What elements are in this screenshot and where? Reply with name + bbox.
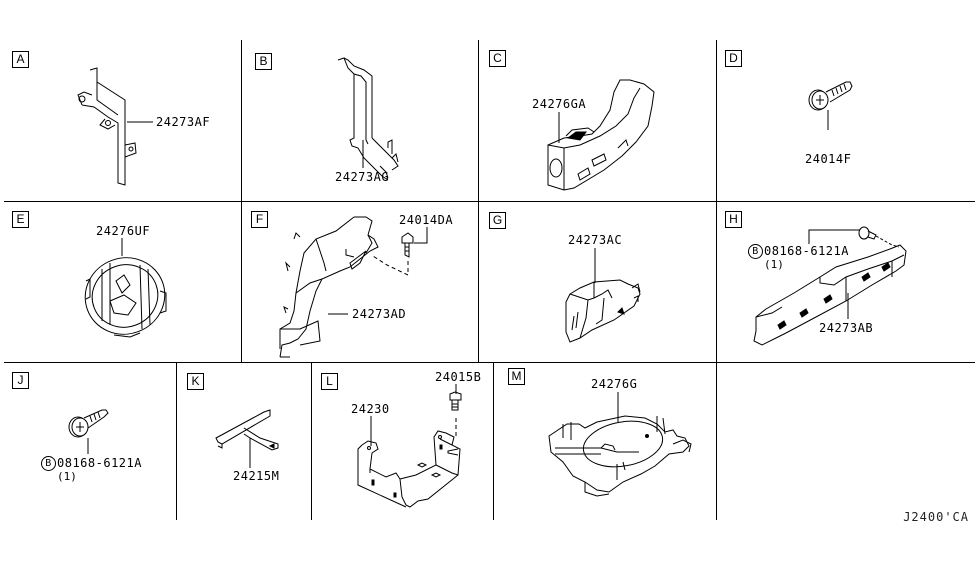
cell-e[interactable]: E 24276UF (0, 201, 241, 362)
grid-h-line-2 (4, 362, 975, 363)
leader-line (249, 442, 251, 468)
duct-24276ga-drawing (547, 79, 655, 191)
part-number-24273ad[interactable]: 24273AD (352, 307, 407, 321)
bolt-symbol-b: B (41, 456, 56, 471)
cell-k[interactable]: K 24215M (176, 362, 311, 520)
case-24276g-drawing (548, 415, 692, 497)
cell-a[interactable]: A 24273AF (0, 40, 241, 201)
cell-label: K (187, 373, 204, 390)
leader-line (127, 121, 153, 123)
bolt-24015b-drawing (449, 391, 462, 411)
part-number-24014da[interactable]: 24014DA (399, 213, 454, 227)
part-number-24276g[interactable]: 24276G (591, 377, 638, 391)
leader-lines (370, 384, 457, 446)
grid-v-line-top-1 (241, 40, 242, 362)
part-number-24273af[interactable]: 24273AF (156, 115, 211, 129)
cell-b[interactable]: B 24273AG (241, 40, 478, 201)
part-number-24273ab[interactable]: 24273AB (819, 321, 874, 335)
cell-label: B (255, 53, 272, 70)
quantity-label: (1) (764, 258, 784, 271)
leader-line (121, 238, 123, 256)
part-number-24014f[interactable]: 24014F (805, 152, 852, 166)
part-number-24015b[interactable]: 24015B (435, 370, 482, 384)
cell-g[interactable]: G 24273AC (478, 201, 716, 362)
part-number-24276ga[interactable]: 24276GA (532, 97, 587, 111)
bolt-24014f-drawing (808, 81, 853, 111)
cell-label: D (725, 50, 742, 67)
bracket-24230-drawing (357, 430, 461, 508)
bolt-24014da-drawing (401, 232, 414, 258)
diagram-reference-code: J2400'CA (903, 510, 969, 524)
cell-label: C (489, 50, 506, 67)
grid-v-line-bottom-3 (493, 362, 494, 520)
bracket-24215m-drawing (215, 409, 279, 451)
bracket-24273ag-drawing (337, 57, 399, 181)
leader-line (87, 438, 89, 454)
leader-line (362, 140, 364, 168)
leader-lines (808, 229, 900, 319)
case-24276uf-drawing (84, 257, 167, 338)
cell-label: L (321, 373, 338, 390)
leader-line (827, 110, 829, 130)
cell-label: H (725, 211, 742, 228)
cell-f[interactable]: F 24014DA 24273AD (241, 201, 478, 362)
grid-v-line-bottom-4 (716, 362, 717, 520)
duct-24273ab-drawing (753, 244, 907, 346)
leader-line (558, 112, 560, 143)
grid-h-line-1 (4, 201, 975, 202)
cell-l[interactable]: L 24230 24015B (311, 362, 493, 520)
part-number-24273ac[interactable]: 24273AC (568, 233, 623, 247)
part-number-text: 08168-6121A (764, 244, 849, 258)
grid-v-line-bottom-2 (311, 362, 312, 520)
cell-label: E (12, 211, 29, 228)
leader-lines (328, 227, 428, 315)
cell-label: A (12, 51, 29, 68)
duct-24273ad-drawing (279, 216, 379, 358)
cell-empty (716, 362, 975, 520)
grid-v-line-top-2 (478, 40, 479, 362)
cell-d[interactable]: D 24014F (716, 40, 975, 201)
grid-v-line-bottom-1 (176, 362, 177, 520)
duct-24273ac-drawing (565, 279, 641, 343)
part-number-24276uf[interactable]: 24276UF (96, 224, 151, 238)
cell-label: M (508, 368, 525, 385)
cell-m[interactable]: M 24276G (493, 362, 716, 520)
bolt-symbol-b: B (748, 244, 763, 259)
grid-v-line-top-3 (716, 40, 717, 362)
bracket-24273af-drawing (77, 67, 137, 186)
leader-line (594, 248, 596, 283)
part-number-24273ag[interactable]: 24273AG (335, 170, 390, 184)
leader-line (617, 392, 619, 422)
cell-label: F (251, 211, 268, 228)
cell-label: G (489, 212, 506, 229)
bolt-08168-6121a-drawing (68, 409, 109, 438)
part-number-24215m[interactable]: 24215M (233, 469, 280, 483)
part-number-24230[interactable]: 24230 (351, 402, 390, 416)
cell-c[interactable]: C 24276GA (478, 40, 716, 201)
bolt-08168-6121a-drawing (858, 226, 877, 240)
cell-label: J (12, 372, 29, 389)
quantity-label: (1) (57, 470, 77, 483)
part-number-text: 08168-6121A (57, 456, 142, 470)
